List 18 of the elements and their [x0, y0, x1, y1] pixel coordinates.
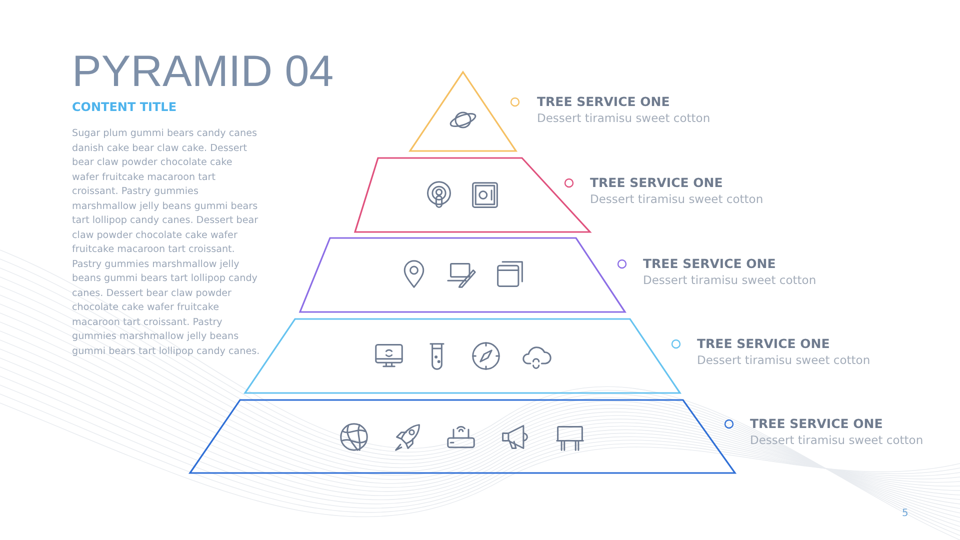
item-heading: TREE SERVICE ONE [590, 175, 723, 190]
body-paragraph: Sugar plum gummi bears candy canes danish cake bear claw cake. Dessert bear claw powder chocolate cake wafer fruitcake macaroon tart croissant. Pastry gummies marshmallow jelly beans gummi bears tart lollipop candy canes. Dessert bear claw powder chocolate cake wafer fruitcake macaroon tart croissant. Pastry gummies marshmallow jelly beans gummi bears tart lollipop candy canes. Dessert bear claw powder chocolate cake wafer fruitcake macaroon tart croissant. Pastry gummies marshmallow jelly beans gummi bears tart lollipop candy canes. [72, 127, 261, 358]
item-heading: TREE SERVICE ONE [643, 256, 776, 271]
pyramid-tier [300, 238, 625, 312]
item-description: Dessert tiramisu sweet cotton [697, 353, 870, 367]
item-description: Dessert tiramisu sweet cotton [643, 273, 816, 287]
pyramid-tip [410, 72, 516, 151]
slide-title: PYRAMID 04 [72, 50, 334, 94]
item-heading: TREE SERVICE ONE [750, 416, 883, 431]
section-heading: CONTENT TITLE [72, 100, 177, 114]
item-heading: TREE SERVICE ONE [537, 94, 670, 109]
item-description: Dessert tiramisu sweet cotton [590, 192, 764, 206]
page-number: 5 [902, 508, 908, 519]
pyramid-tier [355, 158, 590, 232]
item-description: Dessert tiramisu sweet cotton [750, 433, 924, 447]
pyramid-tier [190, 400, 735, 473]
item-heading: TREE SERVICE ONE [697, 336, 830, 351]
item-description: Dessert tiramisu sweet cotton [537, 111, 710, 125]
